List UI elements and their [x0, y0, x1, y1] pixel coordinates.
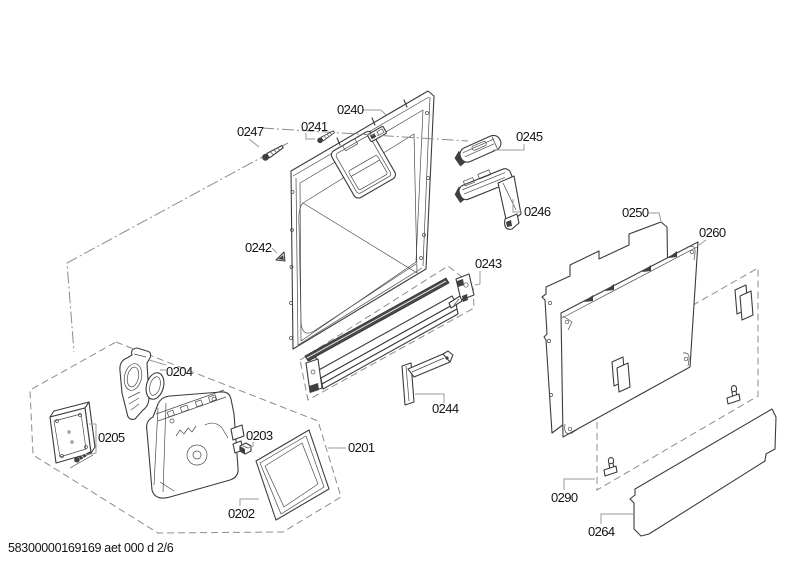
- window-frame-0202: [255, 429, 330, 521]
- document-code: 58300000169169 aet 000 d 2/6: [8, 541, 174, 555]
- door-inner-panel: [289, 90, 435, 350]
- part-label-0202: 0202: [228, 506, 255, 521]
- corner-tab-bottom-left: [564, 423, 579, 434]
- door-screw-holes: [289, 111, 430, 340]
- seal-strip-lower: [316, 295, 459, 390]
- part-label-0264: 0264: [588, 524, 615, 539]
- hinge-foot-right: [726, 384, 741, 405]
- part-label-0201: 0201: [348, 440, 375, 455]
- part-label-0243: 0243: [475, 256, 502, 271]
- plate-screw: [69, 451, 94, 469]
- part-label-0247: 0247: [237, 124, 264, 139]
- hinge-bracket-0243: [448, 273, 475, 309]
- foam-pad-clip-left: [611, 356, 631, 393]
- explosion-axis-lines: [66, 142, 289, 353]
- seal-strip-upper: [304, 277, 450, 362]
- part-label-0290: 0290: [551, 490, 578, 505]
- part-label-0245: 0245: [516, 129, 543, 144]
- strip-end-bracket-left: [305, 356, 323, 393]
- part-label-0242: 0242: [245, 240, 272, 255]
- cover-plate-0205: [49, 401, 96, 464]
- group-boundary-bottom-strips: [299, 265, 475, 401]
- group-boundary-outer-door: [596, 267, 759, 491]
- foam-pad-clip-right: [734, 284, 754, 321]
- part-labels: 0247 0241 0240 0245 0246 0242 0243 0250 …: [98, 102, 726, 539]
- bracket-0244: [401, 350, 454, 406]
- latch-axis-line: [261, 127, 469, 142]
- knob-0203: [239, 442, 252, 455]
- detergent-dispenser-opening: [330, 130, 397, 199]
- door-latch-slot: [367, 126, 387, 142]
- screw-0247: [262, 145, 284, 161]
- part-label-0244: 0244: [432, 401, 459, 416]
- base-strip-0264: [629, 408, 777, 537]
- hinge-foot-left: [603, 456, 618, 477]
- clip-0242: [275, 251, 286, 262]
- part-label-0241: 0241: [301, 119, 328, 134]
- part-label-0203: 0203: [246, 428, 273, 443]
- part-label-0246: 0246: [524, 204, 551, 219]
- screw-0241: [317, 130, 335, 144]
- dispenser-body-0201: [146, 389, 245, 499]
- panel-0260: [560, 241, 699, 438]
- door-edge-tick-marks: [336, 99, 408, 146]
- part-label-0250: 0250: [622, 205, 649, 220]
- corner-tab-bottom-right: [682, 352, 690, 367]
- part-label-0205: 0205: [98, 430, 125, 445]
- leader-lines: [85, 109, 707, 524]
- part-label-0260: 0260: [699, 225, 726, 240]
- part-label-0204: 0204: [166, 364, 193, 379]
- latch-lever-0246: [454, 168, 522, 230]
- dispenser-seal-ring: [145, 372, 165, 400]
- mounting-arrow-marks: [584, 251, 677, 302]
- part-label-0240: 0240: [337, 102, 364, 117]
- corner-tab-top-left: [562, 315, 573, 331]
- corner-tab-top-right: [687, 245, 696, 261]
- dispenser-funnel-0204: [119, 347, 152, 420]
- latch-0245: [454, 134, 502, 167]
